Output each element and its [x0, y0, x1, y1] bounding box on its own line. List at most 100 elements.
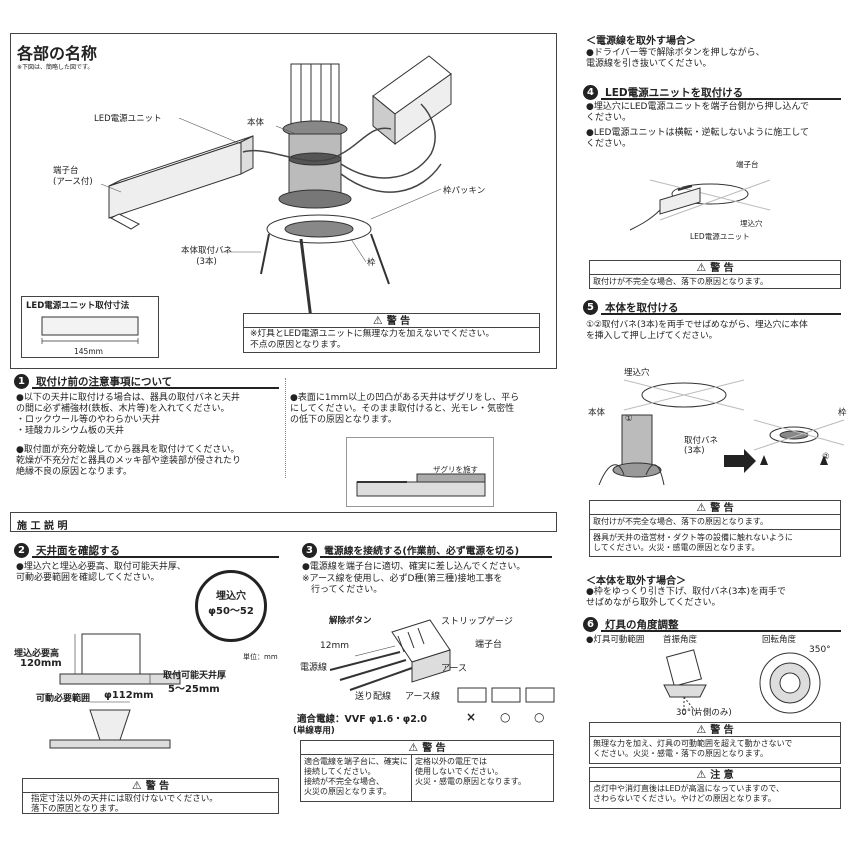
sec5-frame: 枠	[838, 408, 847, 418]
sec4-hole: 埋込穴	[740, 219, 763, 228]
range-value: φ112mm	[104, 690, 154, 701]
sec4-warning-text: 取付けが不完全な場合、落下の原因となります。	[593, 277, 768, 286]
remove-wire-text: ●ドライバー等で解除ボタンを押しながら、 電源線を引き抜いてください。	[586, 48, 765, 69]
sec2-warning-text: 指定寸法以外の天井には取付けないでください。 落下の原因となります。	[31, 794, 218, 814]
sec3-bullet2: ※アース線を使用し、必ずD種(第三種)接地工事を 行ってください。	[302, 574, 503, 595]
sec3-warning: ⚠警 告 適合電線を端子台に、確実に 接続してください。 接続が不完全な場合、 …	[300, 740, 554, 802]
parts-warning-head: ⚠警 告	[244, 314, 539, 328]
label-led-unit: LED電源ユニット	[94, 114, 162, 124]
warning-icon: ⚠	[696, 723, 707, 736]
sec5-text: ①②取付バネ(3本)を両手でせばめながら、埋込穴に本体 を挿入して押し上げてくだ…	[586, 320, 808, 341]
sec2-drawing	[49, 633, 181, 749]
sec4-warning: ⚠警 告 取付けが不完全な場合、落下の原因となります。	[589, 260, 841, 289]
label-frame: 枠	[367, 258, 376, 268]
height-label: 埋込必要高	[14, 649, 60, 659]
warning-icon: ⚠	[408, 741, 419, 754]
range-label: 可動必要範囲	[36, 694, 91, 704]
earth-label: アース	[441, 664, 468, 674]
sec1-bullet2: ●取付面が充分乾燥してから器具を取付けてください。 乾燥が不充分だと器具のメッキ…	[16, 445, 242, 477]
sec2-warning: ⚠警 告 指定寸法以外の天井には取付けないでください。 落下の原因となります。	[22, 778, 279, 814]
sec6-range: ●灯具可動範囲	[586, 635, 645, 645]
dim-title: LED電源ユニット取付寸法	[26, 301, 130, 311]
sec3-warning-left: 適合電線を端子台に、確実に 接続してください。 接続が不完全な場合、 火災の原因…	[304, 757, 408, 796]
sec4-bullet1: ●埋込穴にLED電源ユニットを端子台側から押し込んで ください。	[586, 102, 810, 123]
dim-value: 145mm	[74, 347, 103, 356]
sec5-c1: ①	[625, 414, 633, 424]
caution-icon: ⚠	[696, 768, 707, 781]
sec5-c2: ②	[822, 452, 830, 462]
sec6-deg350: 350°	[809, 645, 831, 655]
sec6-title: 6 灯具の角度調整	[583, 616, 841, 632]
release-label: 解除ボタン	[329, 616, 372, 626]
sec1-divider	[285, 378, 286, 478]
sec1-bullet1: ●以下の天井に取付ける場合は、器具の取付バネと天井 の間に必ず補強材(鉄板、木片…	[16, 393, 240, 436]
sec5-title: 5 本体を取付ける	[583, 299, 841, 315]
warning-icon: ⚠	[696, 261, 707, 274]
mark-3: ○	[534, 710, 545, 724]
mark-2: ○	[500, 710, 511, 724]
sec6-tilt: 首振角度	[663, 635, 698, 645]
sec4-bullet2: ●LED電源ユニットは横転・逆転しないように施工して ください。	[586, 128, 810, 149]
parts-warning-text: ※灯具とLED電源ユニットに無理な力を加えないでください。 不点の原因となります…	[250, 329, 495, 350]
parts-panel: 各部の名称 ※下図は、簡略した図です。	[10, 33, 557, 369]
sec5-spring: 取付バネ (3本)	[684, 436, 719, 456]
sec1-title: 1 取付け前の注意事項について	[14, 373, 279, 389]
fixture-illustration	[100, 55, 452, 320]
dim-drawing	[41, 316, 139, 344]
parts-warning: ⚠警 告 ※灯具とLED電源ユニットに無理な力を加えないでください。 不点の原因…	[243, 313, 540, 353]
remove-body-title: ＜本体を取外す場合＞	[586, 576, 686, 587]
sec5-drawing	[598, 379, 845, 486]
instructions-title: 施 工 説 明	[17, 521, 68, 532]
wire-samples: × ○ ○	[456, 684, 556, 728]
wire-note: (単線専用)	[293, 726, 335, 736]
sec5-warning-1: 取付けが不完全な場合、落下の原因となります。	[593, 517, 768, 526]
label-terminal: 端子台 (アース付)	[53, 166, 93, 187]
thick-label: 取付可能天井厚	[163, 671, 227, 681]
warning-icon: ⚠	[131, 779, 142, 792]
sec3-warning-right: 定格以外の電圧では 使用しないでください。 火災・感電の原因となります。	[415, 757, 526, 786]
hole-value: φ50〜52	[208, 606, 254, 617]
height-value: 120mm	[20, 658, 62, 669]
sec4-unit: LED電源ユニット	[690, 232, 750, 241]
zaguri-label: ザグリを施す	[433, 465, 478, 474]
remove-body-text: ●枠をゆっくり引き下げ、取付バネ(3本)を両手で せばめながら取外してください。	[586, 587, 786, 608]
parts-note: ※下図は、簡略した図です。	[17, 64, 94, 71]
sec3-bullet1: ●電源線を端子台に適切、確実に差し込んでください。	[302, 562, 526, 572]
sec5-warning-2: 器具が天井の造営材・ダクト等の設備に触れないように してください。火災・感電の原…	[593, 533, 793, 552]
sec3-title: 3 電源線を接続する(作業前、必ず電源を切る)	[302, 542, 552, 558]
sec5-body: 本体	[588, 408, 606, 418]
label-body: 本体	[247, 118, 265, 128]
thick-value: 5〜25mm	[168, 684, 220, 695]
sec6-warning-text: 無理な力を加え、灯具の可動範囲を超えて動かさないで ください。火災・感電・落下の…	[593, 739, 793, 758]
warning-icon: ⚠	[696, 501, 707, 514]
sec6-drawing	[663, 649, 821, 717]
label-spring: 本体取付バネ (3本)	[181, 246, 233, 267]
sec5-hole: 埋込穴	[624, 368, 650, 378]
hole-title: 埋込穴	[216, 591, 246, 602]
wire-spec: 適合電線：VVF φ1.6・φ2.0	[297, 714, 428, 725]
sec2-title: 2 天井面を確認する	[14, 542, 279, 558]
sec4-drawing	[629, 179, 771, 231]
sec3-terminal-drawing	[329, 619, 451, 691]
sec1-bullet3: ●表面に1mm以上の凹凸がある天井はザグリをし、平ら にしてください。そのまま取…	[290, 393, 520, 425]
sec6-caution: ⚠注 意 点灯中や消灯直後はLEDが高温になっていますので、 さわらないでくださ…	[589, 767, 841, 809]
sec1-num: 1	[14, 373, 29, 389]
instructions-header: 施 工 説 明	[10, 512, 557, 532]
terminal-label: 端子台	[475, 640, 503, 650]
dim-box: LED電源ユニット取付寸法 145mm	[21, 296, 159, 358]
hole-circle: 埋込穴 φ50〜52	[195, 570, 267, 642]
sec5-warning: ⚠警 告 取付けが不完全な場合、落下の原因となります。 器具が天井の造営材・ダク…	[589, 500, 841, 557]
mm12-label: 12mm	[320, 641, 349, 651]
warning-icon: ⚠	[372, 314, 383, 327]
power-wire-label: 電源線	[300, 663, 328, 673]
parts-title: 各部の名称	[17, 44, 98, 63]
sec6-deg30: 30°(片側のみ)	[676, 708, 732, 718]
sec2-unit: 単位：mm	[243, 653, 278, 661]
remove-wire-title: ＜電源線を取外す場合＞	[586, 36, 696, 47]
strip-label: ストリップゲージ	[441, 617, 513, 627]
zaguri-figure: ザグリを施す	[346, 437, 494, 507]
feed-label: 送り配線	[355, 692, 392, 702]
sec4-terminal: 端子台	[736, 160, 759, 169]
sec4-title: 4 LED電源ユニットを取付ける	[583, 84, 841, 100]
earth-wire-label: アース線	[405, 692, 441, 702]
